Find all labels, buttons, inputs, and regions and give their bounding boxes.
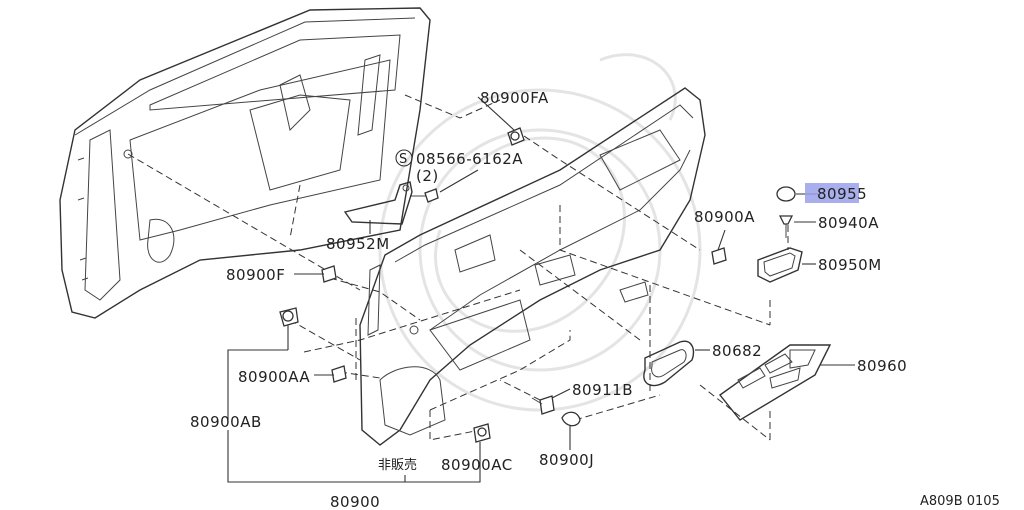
part-highlight [805,183,859,203]
label-80900a[interactable]: 80900A [694,208,755,226]
clip-80900a [711,247,727,265]
label-s-mark: S [399,152,407,167]
label-80940a[interactable]: 80940A [818,214,879,232]
clip-80900ac [473,423,491,443]
cap-80955 [776,186,796,202]
label-80900f[interactable]: 80900F [226,266,285,284]
assembly-dashed-lines [127,94,789,441]
s-mark-circle [395,149,413,167]
switch-panel-80960 [718,344,832,421]
label-80900ac[interactable]: 80900AC [441,456,513,474]
label-80960[interactable]: 80960 [857,357,907,375]
label-80955[interactable]: 80955 [817,185,867,203]
clip-80900f [321,265,337,283]
clip-80900aa [331,365,347,383]
clip-80900fa [507,127,525,146]
label-08566-6162a[interactable]: 08566-6162A [416,150,523,168]
handle-cup-80950m [757,247,803,283]
bracket-80952m [343,181,413,225]
screw-80940a [778,215,794,238]
label-08566-qty: (2) [416,167,439,185]
label-80900j[interactable]: 80900J [539,451,594,469]
label-80900fa[interactable]: 80900FA [480,89,549,107]
escutcheon-80682 [643,340,695,387]
figure-code: A809B 0105 [920,494,1000,509]
door-shell [59,7,431,319]
label-80950m[interactable]: 80950M [818,256,882,274]
screw-08566 [410,188,439,203]
cap-80900j [561,411,581,427]
label-80682[interactable]: 80682 [712,342,762,360]
label-80952m[interactable]: 80952M [326,235,390,253]
label-80911b[interactable]: 80911B [572,381,633,399]
clip-80900ab [279,307,299,327]
label-80900ab[interactable]: 80900AB [190,413,262,431]
door-trim-panel [359,87,706,446]
label-80900[interactable]: 80900 [330,493,380,510]
label-80900aa[interactable]: 80900AA [238,368,310,386]
part-labels: 80900FA S 08566-6162A (2) 80952M 80900F … [190,89,1000,510]
label-not-for-sale: 非販売 [378,457,417,473]
watermark-seal [378,53,702,412]
screw-80911b [531,395,555,415]
leader-lines [227,96,855,483]
